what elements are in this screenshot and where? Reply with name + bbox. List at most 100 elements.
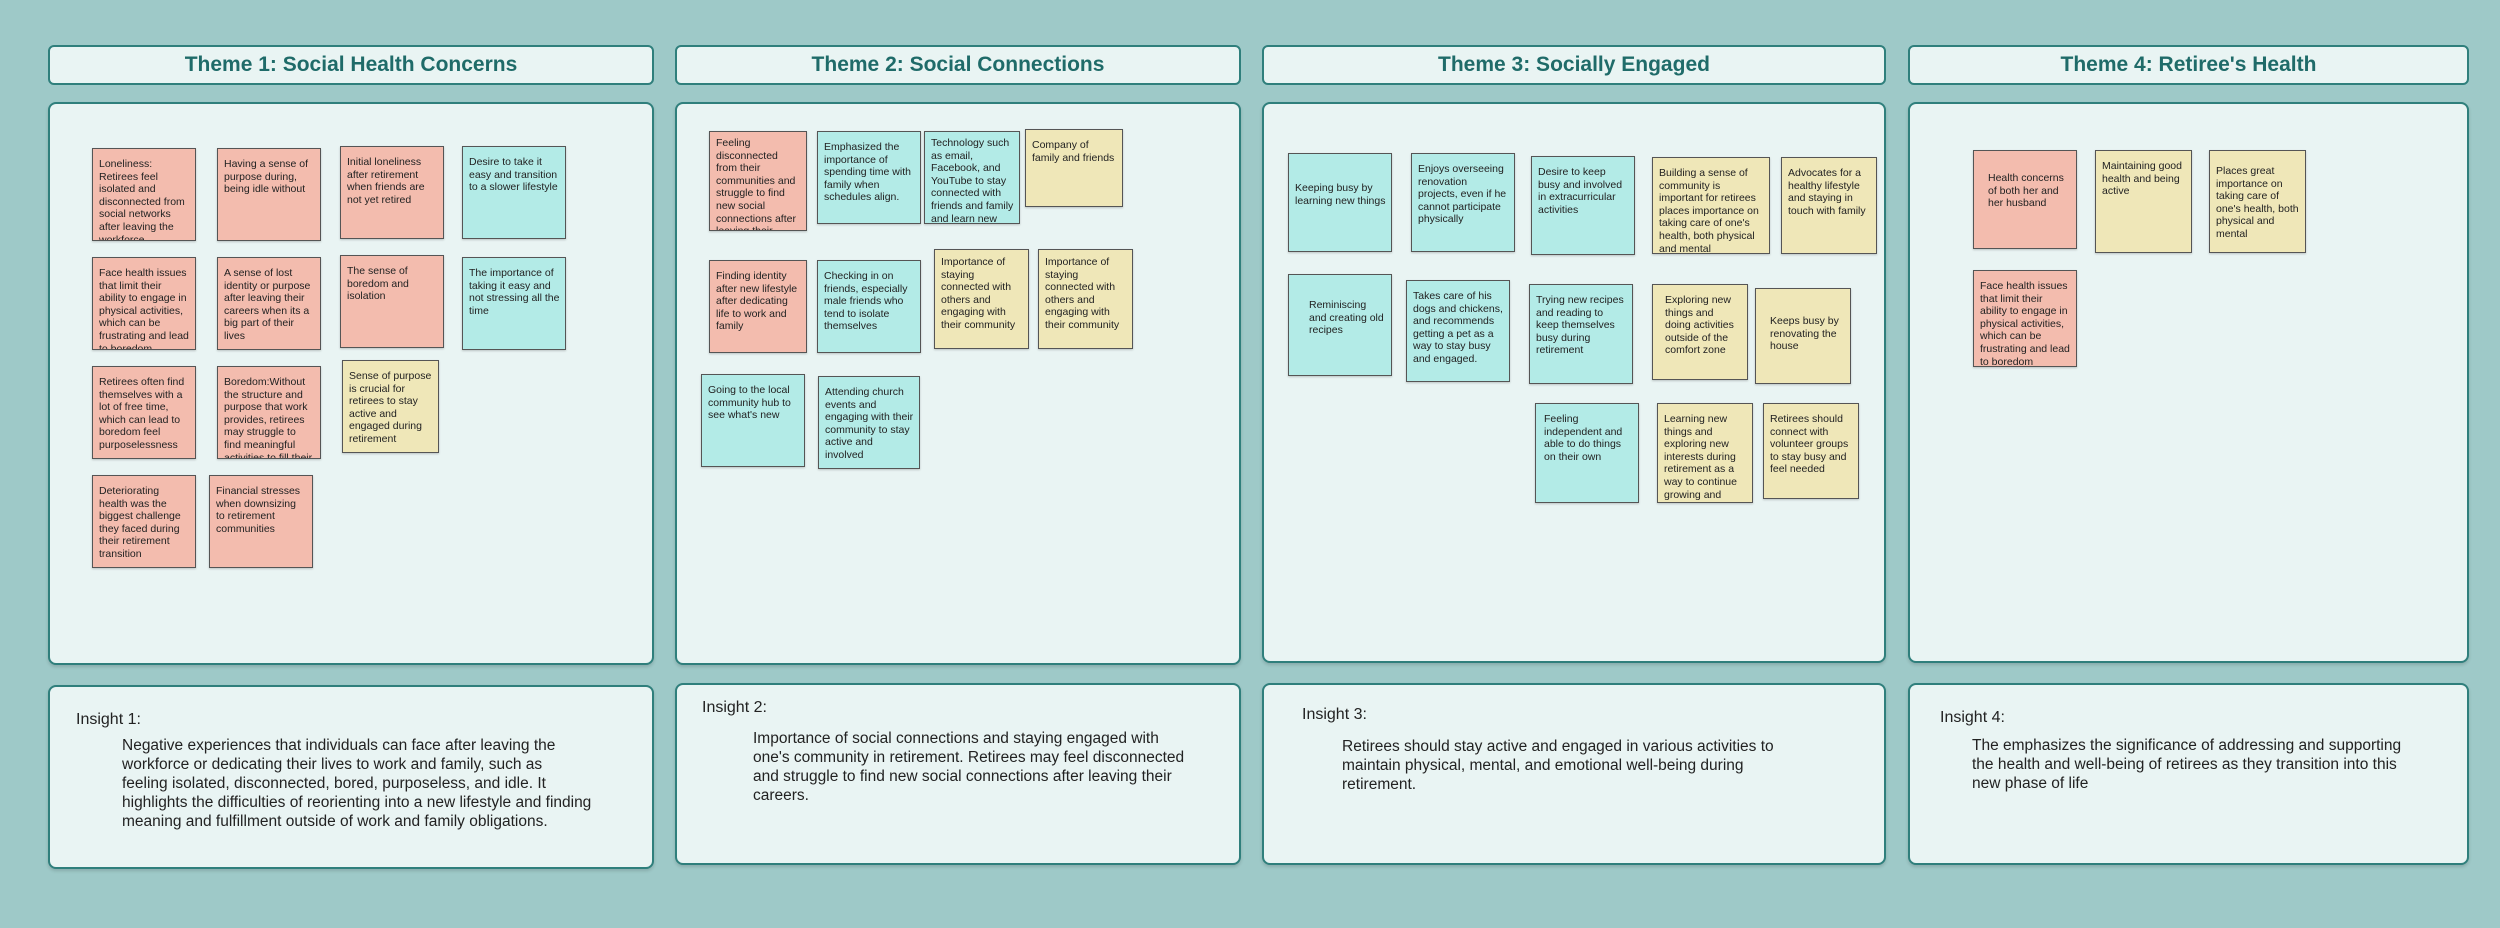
sticky-note[interactable]: Going to the local community hub to see … [701, 374, 805, 467]
sticky-note[interactable]: Importance of staying connected with oth… [934, 249, 1029, 349]
sticky-note-text: Sense of purpose is crucial for retirees… [349, 370, 432, 445]
sticky-note-text: Importance of staying connected with oth… [1045, 256, 1120, 331]
sticky-note[interactable]: Face health issues that limit their abil… [92, 257, 196, 350]
sticky-note-text: Having a sense of purpose during, being … [224, 158, 309, 196]
insight-3-title: Insight 3: [1302, 706, 1367, 723]
sticky-note-text: Keeping busy by learning new things [1295, 182, 1386, 207]
insight-2-panel[interactable]: Insight 2: Importance of social connecti… [675, 683, 1241, 865]
theme-1-title[interactable]: Theme 1: Social Health Concerns [48, 45, 654, 85]
sticky-note-text: Loneliness: Retirees feel isolated and d… [99, 158, 185, 241]
insight-1-title: Insight 1: [76, 711, 141, 728]
sticky-note-text: Retirees often find themselves with a lo… [99, 376, 185, 451]
sticky-note-text: Maintaining good health and being active [2102, 160, 2182, 198]
sticky-note-text: The importance of taking it easy and not… [469, 267, 560, 317]
sticky-note-text: Attending church events and engaging wit… [825, 386, 914, 461]
sticky-note-text: Initial loneliness after retirement when… [347, 156, 425, 206]
sticky-note-text: Places great importance on taking care o… [2216, 165, 2299, 240]
sticky-note-text: Deteriorating health was the biggest cha… [99, 485, 181, 560]
sticky-note[interactable]: Company of family and friends [1025, 129, 1123, 207]
sticky-note-text: Trying new recipes and reading to keep t… [1536, 294, 1624, 357]
sticky-note[interactable]: Advocates for a healthy lifestyle and st… [1781, 157, 1877, 254]
sticky-note[interactable]: Emphasized the importance of spending ti… [817, 131, 921, 224]
sticky-note-text: Feeling disconnected from their communit… [716, 137, 796, 230]
theme-3-title-text: Theme 3: Socially Engaged [1438, 53, 1710, 76]
insight-4-panel[interactable]: Insight 4: The emphasizes the significan… [1908, 683, 2469, 865]
sticky-note-text: Finding identity after new lifestyle aft… [716, 270, 798, 333]
theme-4-title[interactable]: Theme 4: Retiree's Health [1908, 45, 2469, 85]
sticky-note-text: Face health issues that limit their abil… [1980, 280, 2070, 367]
sticky-note[interactable]: A sense of lost identity or purpose afte… [217, 257, 321, 350]
sticky-note-text: Going to the local community hub to see … [708, 384, 791, 422]
sticky-note[interactable]: Initial loneliness after retirement when… [340, 146, 444, 239]
sticky-note[interactable]: Finding identity after new lifestyle aft… [709, 260, 807, 353]
sticky-note-text: Emphasized the importance of spending ti… [824, 141, 911, 204]
sticky-note-text: Learning new things and exploring new in… [1664, 413, 1737, 502]
sticky-note[interactable]: Desire to take it easy and transition to… [462, 146, 566, 239]
sticky-note-text: Face health issues that limit their abil… [99, 267, 189, 350]
sticky-note[interactable]: Feeling independent and able to do thing… [1535, 403, 1639, 503]
sticky-note[interactable]: Loneliness: Retirees feel isolated and d… [92, 148, 196, 241]
sticky-note[interactable]: Learning new things and exploring new in… [1657, 403, 1753, 503]
sticky-note[interactable]: Places great importance on taking care o… [2209, 150, 2306, 253]
insight-2-title: Insight 2: [702, 699, 767, 716]
sticky-note-text: Takes care of his dogs and chickens, and… [1413, 290, 1503, 365]
sticky-note[interactable]: Keeping busy by learning new things [1288, 153, 1392, 252]
sticky-note[interactable]: The importance of taking it easy and not… [462, 257, 566, 350]
insight-4-title: Insight 4: [1940, 709, 2005, 726]
sticky-note[interactable]: Having a sense of purpose during, being … [217, 148, 321, 241]
sticky-note-text: Technology such as email, Facebook, and … [931, 137, 1014, 224]
sticky-note-text: Desire to take it easy and transition to… [469, 156, 558, 194]
insight-3-panel[interactable]: Insight 3: Retirees should stay active a… [1262, 683, 1886, 865]
sticky-note[interactable]: Retirees often find themselves with a lo… [92, 366, 196, 459]
sticky-note-text: Financial stresses when downsizing to re… [216, 485, 301, 535]
sticky-note[interactable]: Building a sense of community is importa… [1652, 157, 1770, 254]
sticky-note-text: Checking in on friends, especially male … [824, 270, 908, 333]
theme-3-title[interactable]: Theme 3: Socially Engaged [1262, 45, 1886, 85]
sticky-note[interactable]: Technology such as email, Facebook, and … [924, 131, 1020, 224]
sticky-note[interactable]: The sense of boredom and isolation [340, 255, 444, 348]
theme-2-title[interactable]: Theme 2: Social Connections [675, 45, 1241, 85]
sticky-note[interactable]: Importance of staying connected with oth… [1038, 249, 1133, 349]
sticky-note-text: Retirees should connect with volunteer g… [1770, 413, 1849, 476]
insight-1-panel[interactable]: Insight 1: Negative experiences that ind… [48, 685, 654, 869]
sticky-note[interactable]: Retirees should connect with volunteer g… [1763, 403, 1859, 499]
insight-1-text: Negative experiences that individuals ca… [122, 737, 592, 830]
theme-2-title-text: Theme 2: Social Connections [811, 53, 1105, 76]
sticky-note[interactable]: Health concerns of both her and her husb… [1973, 150, 2077, 249]
theme-1-title-text: Theme 1: Social Health Concerns [184, 53, 518, 76]
sticky-note-text: The sense of boredom and isolation [347, 265, 409, 303]
sticky-note[interactable]: Deteriorating health was the biggest cha… [92, 475, 196, 568]
sticky-note[interactable]: Keeps busy by renovating the house [1755, 288, 1851, 384]
insight-4-text: The emphasizes the significance of addre… [1972, 737, 2402, 792]
sticky-note[interactable]: Face health issues that limit their abil… [1973, 270, 2077, 367]
theme-4-title-text: Theme 4: Retiree's Health [2060, 53, 2317, 76]
sticky-note[interactable]: Feeling disconnected from their communit… [709, 131, 807, 231]
insight-2-text: Importance of social connections and sta… [753, 730, 1185, 804]
insight-3-text: Retirees should stay active and engaged … [1342, 738, 1774, 793]
sticky-note[interactable]: Maintaining good health and being active [2095, 150, 2192, 253]
sticky-note[interactable]: Reminiscing and creating old recipes [1288, 274, 1392, 376]
sticky-note-text: Exploring new things and doing activitie… [1665, 294, 1734, 357]
sticky-note[interactable]: Trying new recipes and reading to keep t… [1529, 284, 1633, 384]
sticky-note-text: Feeling independent and able to do thing… [1544, 413, 1623, 463]
sticky-note-text: Importance of staying connected with oth… [941, 256, 1016, 331]
sticky-note-text: Company of family and friends [1032, 139, 1115, 164]
sticky-note-text: Building a sense of community is importa… [1659, 167, 1759, 254]
sticky-note-text: Desire to keep busy and involved in extr… [1538, 166, 1623, 216]
sticky-note[interactable]: Boredom:Without the structure and purpos… [217, 366, 321, 459]
sticky-note[interactable]: Takes care of his dogs and chickens, and… [1406, 280, 1510, 382]
sticky-note-text: A sense of lost identity or purpose afte… [224, 267, 311, 342]
sticky-note[interactable]: Exploring new things and doing activitie… [1652, 284, 1748, 380]
sticky-note-text: Reminiscing and creating old recipes [1309, 299, 1384, 337]
sticky-note[interactable]: Desire to keep busy and involved in extr… [1531, 156, 1635, 255]
sticky-note[interactable]: Sense of purpose is crucial for retirees… [342, 360, 439, 453]
sticky-note[interactable]: Financial stresses when downsizing to re… [209, 475, 313, 568]
sticky-note-text: Boredom:Without the structure and purpos… [224, 376, 313, 459]
sticky-note-text: Keeps busy by renovating the house [1770, 315, 1839, 353]
sticky-note[interactable]: Enjoys overseeing renovation projects, e… [1411, 153, 1515, 252]
sticky-note-text: Enjoys overseeing renovation projects, e… [1418, 163, 1507, 226]
sticky-note-text: Health concerns of both her and her husb… [1988, 172, 2064, 210]
sticky-note[interactable]: Attending church events and engaging wit… [818, 376, 920, 469]
sticky-note[interactable]: Checking in on friends, especially male … [817, 260, 921, 353]
